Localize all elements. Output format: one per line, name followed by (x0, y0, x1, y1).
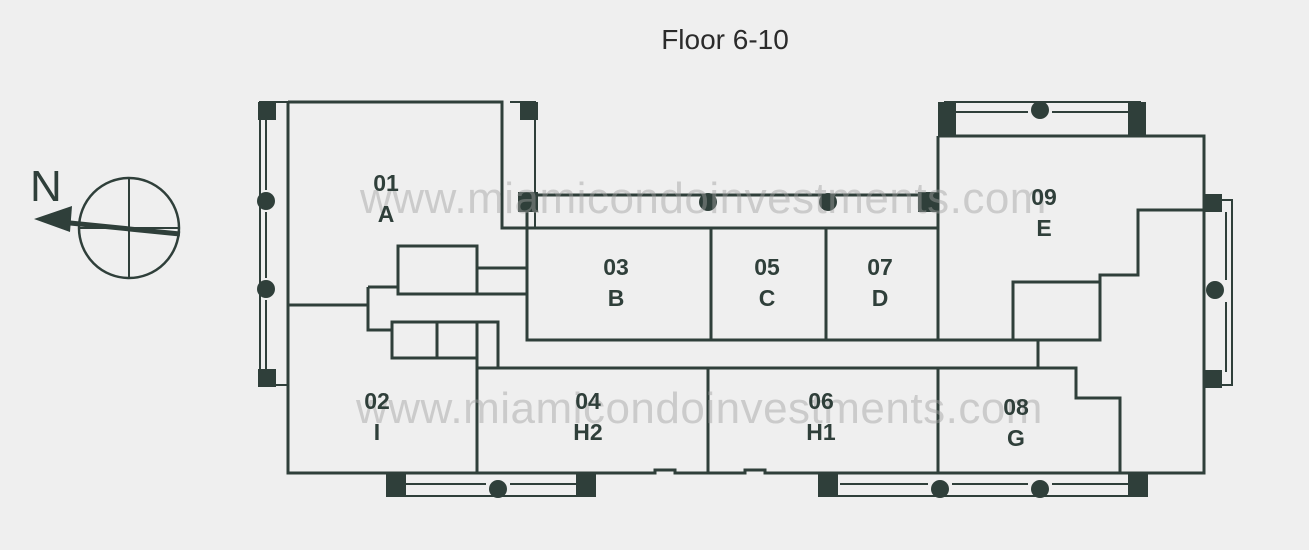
wall-03-west (525, 228, 1038, 342)
round-column (489, 480, 507, 498)
round-column (931, 480, 949, 498)
balcony-west (259, 101, 288, 386)
column (918, 192, 938, 212)
wall-09-outer (938, 134, 1206, 475)
round-column (257, 280, 275, 298)
compass-icon (34, 176, 181, 280)
column (1128, 102, 1146, 136)
column (520, 102, 538, 120)
wall-south-outer (477, 468, 1120, 475)
core-room-1 (396, 244, 479, 296)
column (518, 192, 538, 212)
compass-north-label: N (30, 162, 62, 211)
core-room-2 (390, 320, 439, 360)
round-column (699, 193, 717, 211)
core-room-4 (477, 320, 500, 368)
wall-west-outer (286, 102, 477, 475)
wall-09-step (1036, 282, 1102, 368)
column (576, 473, 596, 497)
column (258, 369, 276, 387)
core-shaft (366, 285, 398, 332)
wall-09-inner (1011, 208, 1204, 340)
round-column (1031, 101, 1049, 119)
wall-south-corridor (477, 366, 1122, 473)
core-room-3 (435, 320, 479, 360)
round-column (257, 192, 275, 210)
column (818, 473, 838, 497)
watermark-bottom: www.miamicondoinvestments.com (356, 384, 1043, 433)
floor-title: Floor 6-10 (661, 24, 789, 55)
north-arrow-icon (34, 206, 72, 232)
column (1204, 370, 1222, 388)
round-column (1031, 480, 1049, 498)
watermark-top: www.miamicondoinvestments.com (360, 174, 1047, 223)
column (258, 102, 276, 120)
column (938, 102, 956, 136)
column (1128, 473, 1148, 497)
wall-outline-west (288, 100, 938, 230)
round-column (819, 193, 837, 211)
column (1204, 194, 1222, 212)
column (386, 473, 406, 497)
round-column (1206, 281, 1224, 299)
